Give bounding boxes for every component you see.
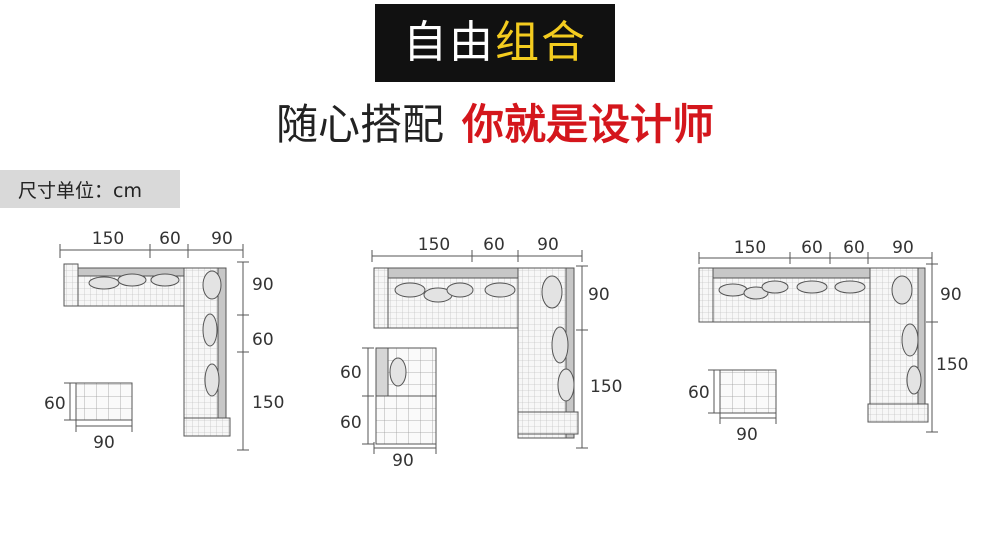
layout-2-ottoman-depth-bottom: 60 [340,413,362,433]
layout-3-dimension-lines [698,252,938,433]
layout-3-top-dim-3: 60 [843,238,865,258]
layout-1-dimension-lines [59,244,249,451]
layout-2-dimension-lines [362,250,588,454]
unit-label: 尺寸单位：cm [18,179,142,202]
layout-1-top-dim-3: 90 [211,229,233,249]
layout-2: 150 60 90 90 150 60 60 90 [340,235,622,471]
layout-1: 150 60 90 90 60 150 60 90 [44,229,284,453]
layout-2-sofa [373,267,579,445]
layout-1-labels: 150 60 90 90 60 150 60 90 [44,229,284,453]
subtitle-red: 你就是设计师 [462,100,715,149]
layout-1-side-dim-2: 60 [252,330,274,350]
layout-2-side-dim-2: 150 [590,377,622,397]
layout-2-side-dim-1: 90 [588,285,610,305]
layout-3-ottoman-width: 90 [736,425,758,445]
layout-2-top-dim-3: 90 [537,235,559,255]
layout-2-ottoman-depth-top: 60 [340,363,362,383]
layout-2-top-dim-2: 60 [483,235,505,255]
layout-2-labels: 150 60 90 90 150 60 60 90 [340,235,622,471]
layout-1-top-dim-2: 60 [159,229,181,249]
layout-3: 150 60 60 90 90 150 60 90 [688,238,968,445]
subtitle-black: 随心搭配 [275,100,444,149]
layout-1-ottoman-depth: 60 [44,394,66,414]
layout-3-top-dim-2: 60 [801,238,823,258]
layout-3-top-dim-1: 150 [734,238,766,258]
layout-1-side-dim-1: 90 [252,275,274,295]
layout-3-top-dim-4: 90 [892,238,914,258]
layout-1-ottoman-width: 90 [93,433,115,453]
layout-3-ottoman-depth: 60 [688,383,710,403]
layout-3-sofa [698,267,929,423]
layout-3-labels: 150 60 60 90 90 150 60 90 [688,238,968,445]
unit-label-bar: 尺寸单位：cm [0,170,180,208]
layout-1-sofa [63,263,231,437]
title-part-white: 自由 [403,17,495,68]
layout-2-ottoman-width: 90 [392,451,414,471]
layout-1-top-dim-1: 150 [92,229,124,249]
layout-3-side-dim-2: 150 [936,355,968,375]
layout-3-side-dim-1: 90 [940,285,962,305]
layout-1-side-dim-3: 150 [252,393,284,413]
title-part-gold: 组合 [495,17,587,68]
subtitle: 随心搭配你就是设计师 [0,104,990,146]
layout-2-top-dim-1: 150 [418,235,450,255]
title-banner: 自由组合 [375,4,615,82]
